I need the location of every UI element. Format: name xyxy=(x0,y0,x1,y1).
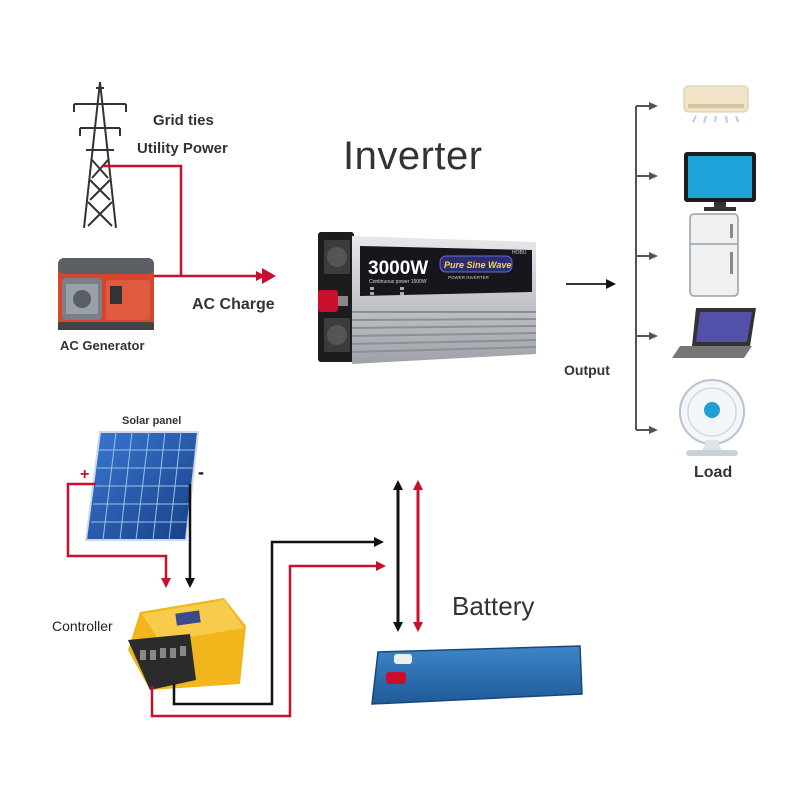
inverter-brand: HOBU xyxy=(512,250,527,256)
battery-icon xyxy=(371,645,583,705)
fan-icon xyxy=(679,379,745,456)
load-label: Load xyxy=(694,464,733,481)
load-bus xyxy=(635,102,658,434)
charge-controller-icon xyxy=(128,598,246,690)
ac-charge-label: AC Charge xyxy=(192,296,275,313)
controller-label: Controller xyxy=(52,618,113,634)
generator-icon xyxy=(58,258,154,330)
solar-panel-icon xyxy=(84,431,200,541)
controller-battery-black-wire xyxy=(172,537,384,706)
output-label: Output xyxy=(564,362,610,378)
inverter-wattage: 3000W xyxy=(368,258,428,279)
inverter-spec-rows xyxy=(370,287,404,295)
utility-power-label: Utility Power xyxy=(137,140,228,157)
inverter-continuous: Continuous power 1500W xyxy=(369,279,427,285)
air-conditioner-icon xyxy=(683,85,749,124)
laptop-icon xyxy=(672,308,756,358)
grid-ties-label: Grid ties xyxy=(153,112,214,129)
diagram-title: Inverter xyxy=(343,134,483,178)
inverter-badge-text: Pure Sine Wave xyxy=(444,260,511,270)
ac-generator-label: AC Generator xyxy=(60,338,145,353)
solar-panel-label: Solar panel xyxy=(122,415,182,427)
tv-icon xyxy=(684,152,756,211)
refrigerator-icon xyxy=(689,213,739,297)
inverter-badge-sub: POWER INVERTER xyxy=(448,275,490,280)
inverter-badge xyxy=(439,255,513,273)
controller-battery-red-wire xyxy=(150,561,386,718)
panel-plus-label: + xyxy=(80,466,90,483)
panel-minus-label: - xyxy=(198,462,204,482)
inverter-unit-icon xyxy=(318,232,537,364)
transmission-tower-icon xyxy=(73,81,127,229)
panel-positive-wire xyxy=(66,482,171,588)
battery-label: Battery xyxy=(452,591,535,621)
grid-wire xyxy=(103,164,183,276)
